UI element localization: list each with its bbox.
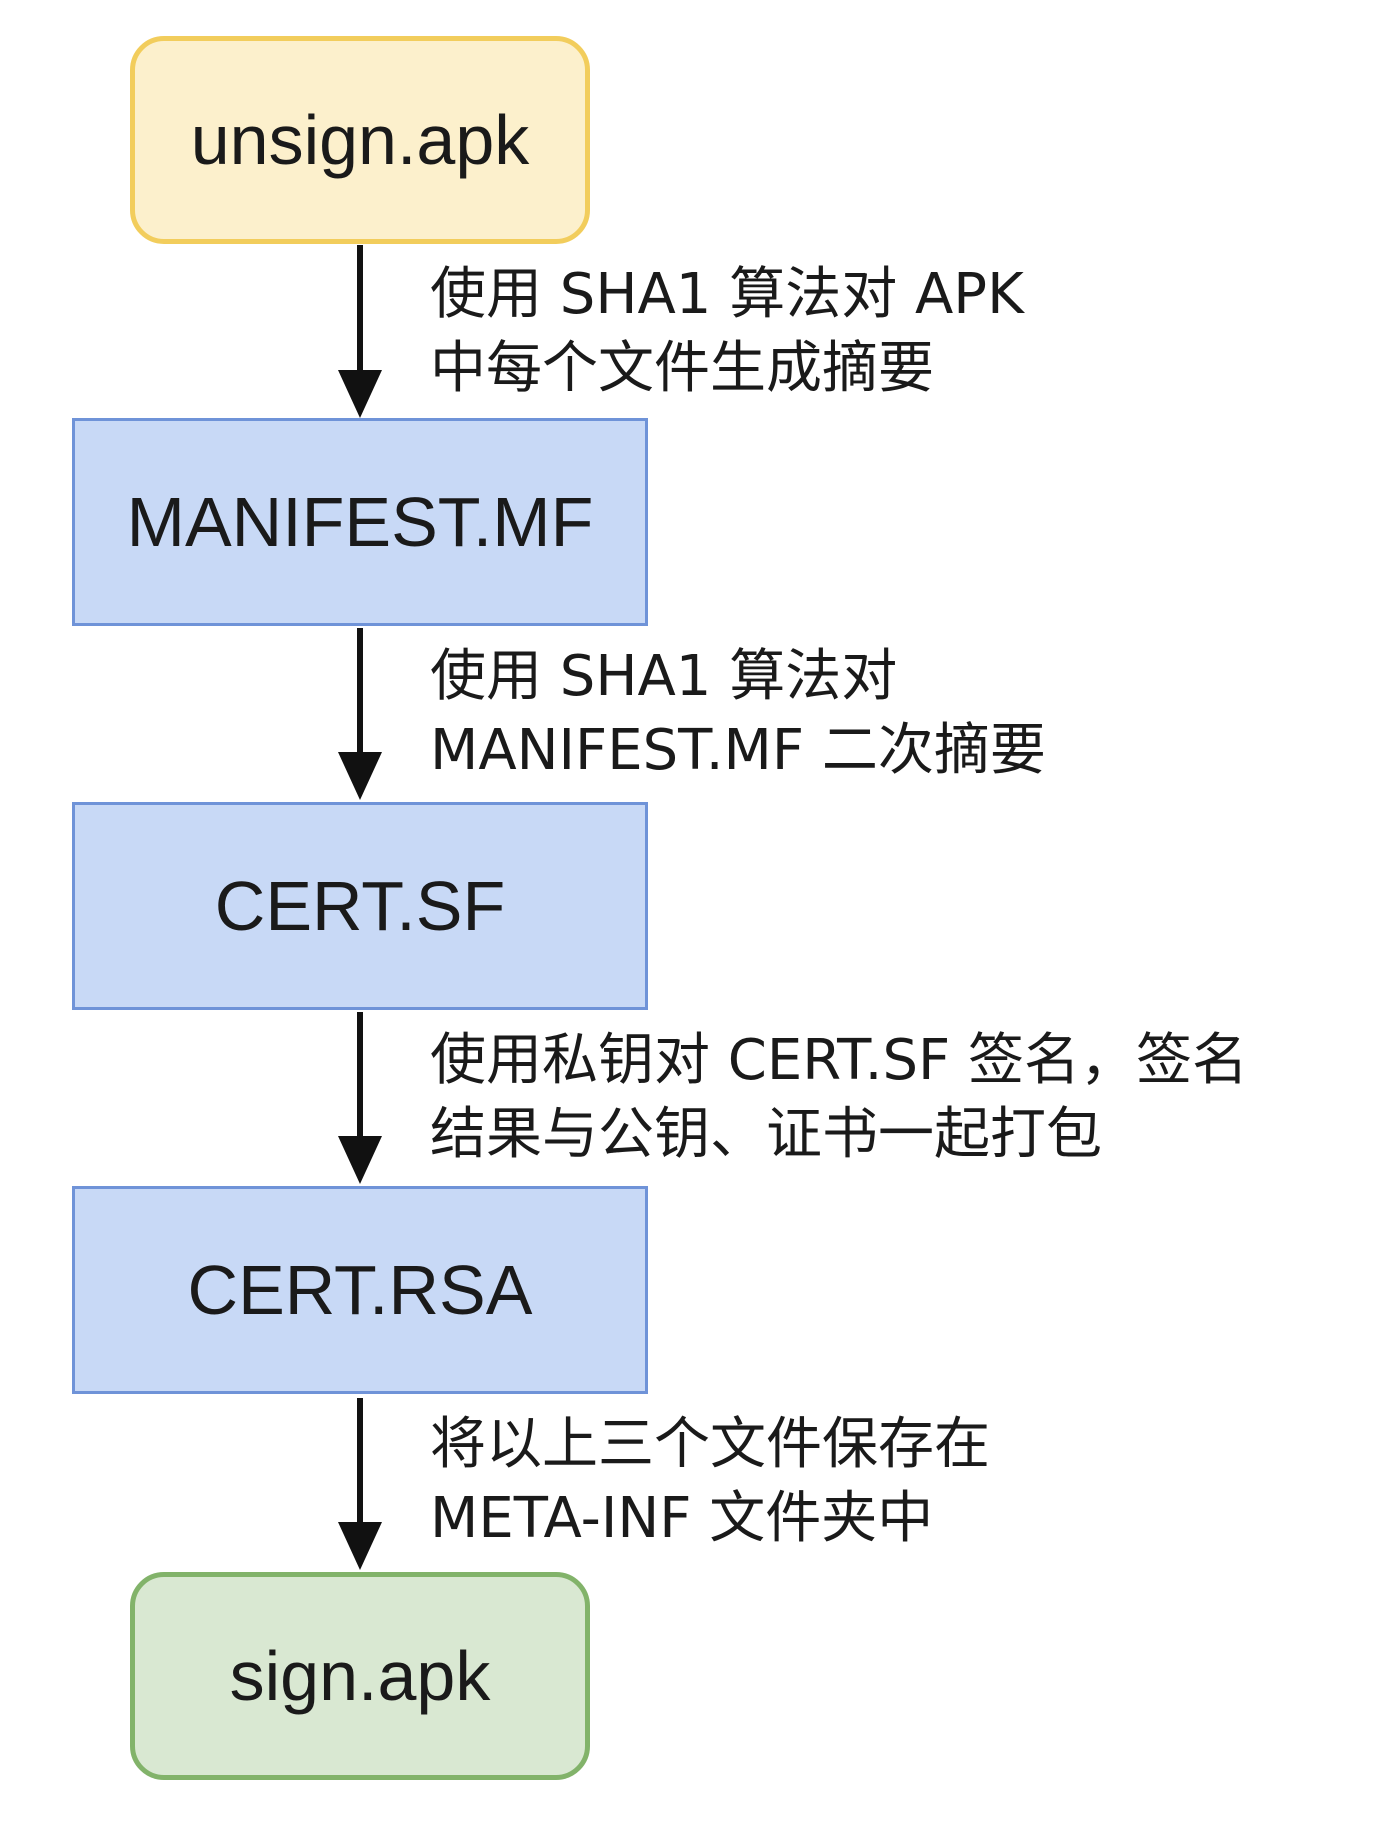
arrowhead-manifest-to-certsf	[338, 752, 382, 800]
node-cert-rsa-label: CERT.RSA	[187, 1251, 533, 1329]
node-unsign-apk: unsign.apk	[130, 36, 590, 244]
arrowhead-unsign-to-manifest	[338, 370, 382, 418]
node-manifest-mf: MANIFEST.MF	[72, 418, 648, 626]
edge-note-3-line-2: 结果与公钥、证书一起打包	[430, 1102, 1102, 1167]
edge-note-4: 将以上三个文件保存在 META-INF 文件夹中	[430, 1408, 990, 1556]
edge-note-3: 使用私钥对 CERT.SF 签名，签名 结果与公钥、证书一起打包	[430, 1024, 1248, 1172]
edge-note-3-line-1: 使用私钥对 CERT.SF 签名，签名	[430, 1028, 1249, 1093]
node-manifest-mf-label: MANIFEST.MF	[126, 483, 594, 561]
node-cert-rsa: CERT.RSA	[72, 1186, 648, 1394]
node-cert-sf: CERT.SF	[72, 802, 648, 1010]
arrowhead-certrsa-to-sign	[338, 1522, 382, 1570]
edge-note-4-line-2: META-INF 文件夹中	[430, 1486, 934, 1551]
edge-note-4-line-1: 将以上三个文件保存在	[430, 1412, 990, 1477]
node-sign-apk-label: sign.apk	[229, 1637, 491, 1715]
node-sign-apk: sign.apk	[130, 1572, 590, 1780]
node-cert-sf-label: CERT.SF	[214, 867, 506, 945]
edge-note-1: 使用 SHA1 算法对 APK 中每个文件生成摘要	[430, 258, 1024, 406]
edge-note-1-line-1: 使用 SHA1 算法对 APK	[430, 262, 1024, 327]
edge-note-2-line-2: MANIFEST.MF 二次摘要	[430, 718, 1046, 783]
edge-note-2-line-1: 使用 SHA1 算法对	[430, 644, 898, 709]
edge-note-1-line-2: 中每个文件生成摘要	[430, 336, 934, 401]
arrowhead-certsf-to-certrsa	[338, 1136, 382, 1184]
edge-note-2: 使用 SHA1 算法对 MANIFEST.MF 二次摘要	[430, 640, 1046, 788]
node-unsign-apk-label: unsign.apk	[190, 101, 530, 179]
